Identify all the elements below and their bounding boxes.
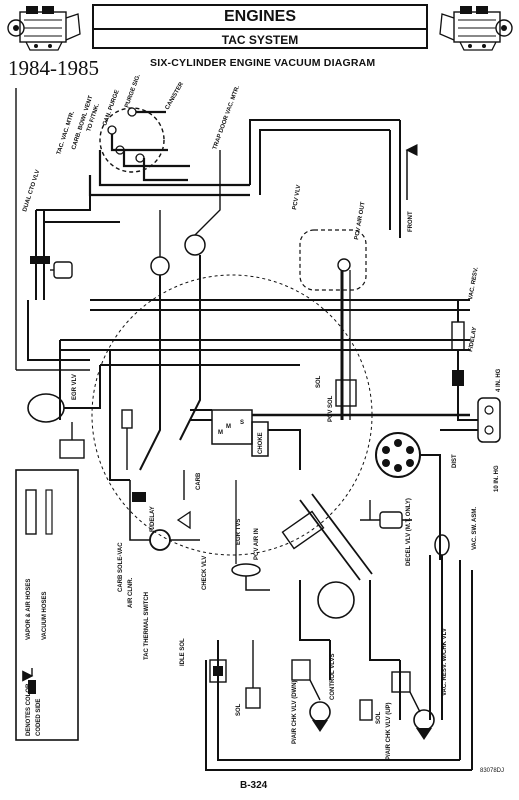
label-dist: DIST bbox=[452, 454, 458, 468]
label-s: S bbox=[240, 420, 244, 426]
label-dual-cto-vlv: DUAL CTO VLV bbox=[22, 169, 41, 212]
reference-code: 83078DJ bbox=[480, 768, 505, 774]
label-canister: CANISTER bbox=[165, 81, 186, 111]
pcv-valve-icon bbox=[299, 229, 367, 420]
trap-door-motor-icon bbox=[184, 150, 221, 256]
header-subsection: TAC SYSTEM bbox=[221, 32, 299, 47]
label-egr-vlv: EGR VLV bbox=[72, 374, 78, 400]
diagram-title: SIX-CYLINDER ENGINE VACUUM DIAGRAM bbox=[150, 57, 376, 69]
legend-box bbox=[15, 469, 79, 741]
legend-vapor-air-hoses: VAPOR & AIR HOSES bbox=[26, 579, 32, 640]
label-trap-door-vac-mtr: TRAP DOOR VAC. MTR. bbox=[212, 85, 241, 151]
label-pcv-vlv: PCV VLV bbox=[292, 184, 302, 210]
control-valve-left-icon bbox=[291, 659, 331, 732]
legend-vacuum-hoses: VACUUM HOSES bbox=[42, 591, 48, 640]
main-hoses bbox=[60, 119, 470, 366]
label-p-air-chk-vlv-dwn: P/AIR CHK VLV (DWN) bbox=[292, 680, 298, 744]
sol-lower-icon bbox=[245, 640, 261, 709]
sol-right-icon bbox=[359, 699, 373, 721]
legend-denotes-color: DENOTES COLOR bbox=[26, 683, 32, 736]
egr-tvs-icon bbox=[231, 480, 270, 591]
vac-resv-check-icon bbox=[429, 534, 450, 720]
label-vac-resv-w-chk: VAC. RESV. W/CHK VLV bbox=[442, 628, 448, 696]
label-tac-thermal-switch: TAC THERMAL SWITCH bbox=[144, 592, 150, 660]
label-can-purge: CAN. PURGE bbox=[102, 89, 121, 126]
decel-valve-icon bbox=[360, 500, 412, 529]
check-valve-icon bbox=[176, 470, 191, 530]
label-purge-sig: PURGE SIG. bbox=[124, 73, 142, 108]
label-idle-sol: IDLE SOL bbox=[180, 638, 186, 666]
label-sol-lower: SOL bbox=[236, 703, 242, 716]
canister-icon bbox=[99, 107, 165, 173]
label-carb: CARB bbox=[196, 472, 202, 490]
label-pcv-air-out: PCV AIR OUT bbox=[354, 201, 367, 240]
label-egr-tvs: EGR TVS bbox=[236, 519, 242, 545]
label-vac-sw-asm: VAC. SW. ASM. bbox=[472, 507, 478, 550]
label-pcv-air-in: PCV AIR IN bbox=[254, 528, 260, 560]
label-pcv-sol: PCV SOL bbox=[328, 395, 334, 422]
label-4-in-hg: 4 IN. HG bbox=[496, 368, 502, 392]
idle-sol-icon bbox=[209, 659, 227, 683]
label-choke: CHOKE bbox=[258, 432, 264, 454]
label-front: FRONT bbox=[408, 211, 414, 232]
legend-vapor-hose-swatch bbox=[25, 489, 37, 535]
engine-illustration-left-icon bbox=[7, 6, 81, 51]
label-f-delay: F/DELAY bbox=[468, 327, 478, 353]
legend-coded-side: CODED SIDE bbox=[36, 699, 42, 736]
label-check-vlv: CHECK VLV bbox=[202, 556, 208, 590]
bottom-hoses bbox=[205, 560, 473, 771]
label-decel-vlv: DECEL VLV (M.T. ONLY) bbox=[406, 498, 412, 566]
vac-switch-box-icon bbox=[440, 386, 501, 443]
model-years: 1984-1985 bbox=[8, 56, 99, 80]
left-hoses bbox=[59, 255, 201, 481]
f-delay-icon bbox=[452, 350, 464, 386]
egr-valve-icon bbox=[27, 365, 101, 459]
control-valve-right-icon bbox=[391, 671, 435, 740]
r-delay-icon bbox=[132, 492, 146, 502]
header-section: ENGINES bbox=[94, 6, 426, 30]
label-sol: SOL bbox=[316, 375, 322, 388]
label-carb-sole-vac: CARB SOLE-VAC bbox=[118, 542, 124, 592]
dual-cto-valve-icon bbox=[30, 256, 73, 279]
engine-illustration-right-icon bbox=[439, 6, 513, 51]
carburetor-icon bbox=[190, 409, 470, 470]
label-sol-right: SOL bbox=[376, 711, 382, 724]
label-r-delay: R/DELAY bbox=[150, 506, 156, 532]
tac-thermal-switch-icon bbox=[129, 480, 200, 551]
label-p-air-chk-vlv-up: P/AIR CHK VLV (UP) bbox=[386, 702, 392, 760]
label-10-in-hg: 10 IN. HG bbox=[494, 465, 500, 492]
label-m2: M bbox=[226, 424, 231, 430]
label-control-vlvs: CONTROL VLVS bbox=[330, 654, 336, 700]
distributor-icon bbox=[375, 432, 441, 560]
frame-lines bbox=[15, 88, 90, 371]
page-header: ENGINES TAC SYSTEM bbox=[92, 4, 428, 49]
legend-vacuum-hose-swatch bbox=[45, 489, 53, 535]
legend-color-coded-swatch bbox=[28, 680, 36, 694]
sol-left-icon bbox=[121, 409, 133, 470]
label-m1: M bbox=[218, 430, 223, 436]
label-vac-resv-top: VAC. RESV. bbox=[468, 266, 480, 300]
page-number: B-324 bbox=[240, 780, 268, 791]
vac-resv-top-icon bbox=[451, 300, 465, 351]
cto-hoses bbox=[27, 175, 120, 361]
air-cleaner-icon bbox=[281, 493, 373, 619]
label-air-clnr: AIR CLNR. bbox=[128, 577, 134, 608]
tac-vac-motor-icon bbox=[150, 210, 170, 276]
